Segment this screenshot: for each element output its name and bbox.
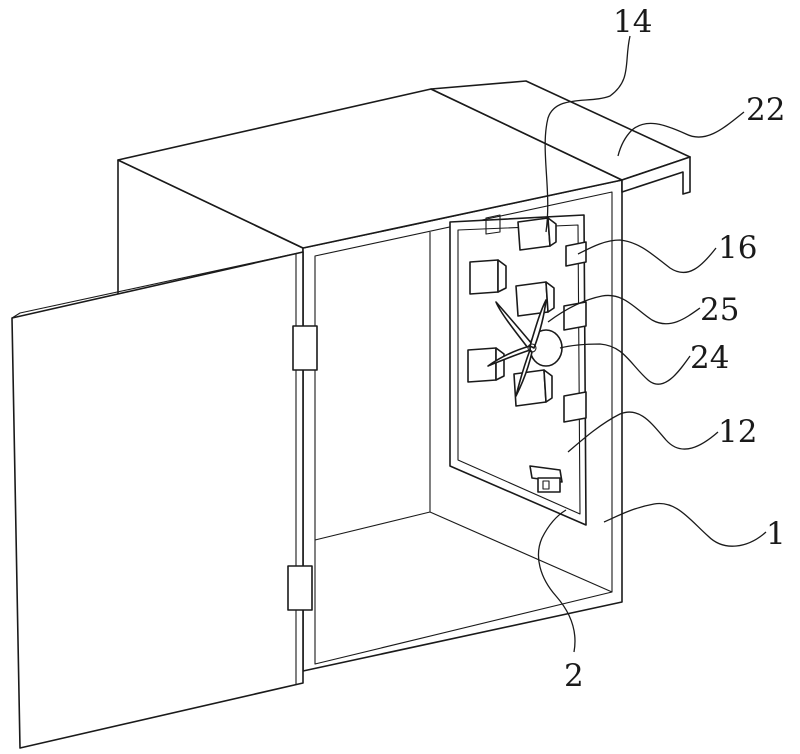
door-panel: [12, 252, 303, 748]
door-hinge-upper: [293, 326, 317, 370]
label-12: 12: [718, 414, 757, 450]
component-block-right-mid: [564, 302, 586, 330]
label-14: 14: [613, 4, 652, 40]
component-block-right-lower: [564, 392, 586, 422]
label-1: 1: [766, 516, 786, 552]
component-block-left-upper: [470, 260, 506, 294]
component-block-left-lower: [468, 348, 504, 382]
cabinet-door: [12, 252, 317, 748]
label-22: 22: [746, 92, 785, 128]
component-block-center: [516, 282, 554, 316]
label-25: 25: [700, 292, 739, 328]
door-hinge-lower: [288, 566, 312, 610]
component-block-14: [518, 218, 556, 250]
label-16: 16: [718, 230, 757, 266]
leader-1: [604, 503, 766, 546]
label-2: 2: [564, 658, 584, 694]
label-24: 24: [690, 340, 729, 376]
component-block-16: [566, 242, 586, 266]
